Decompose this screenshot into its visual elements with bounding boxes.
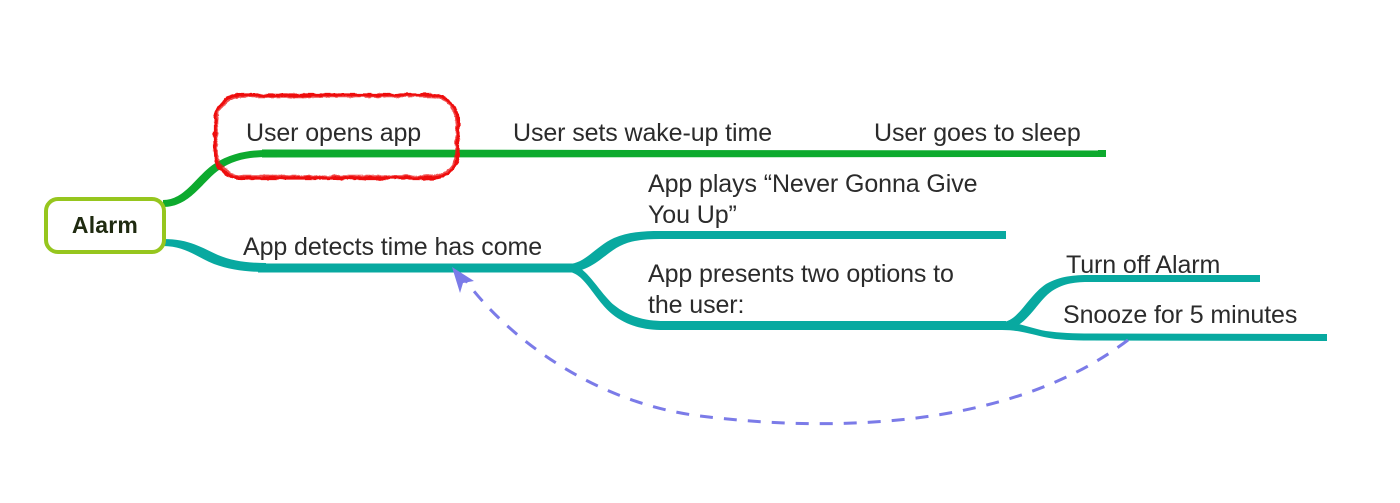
node-label-app-detects-time-has-come[interactable]: App detects time has come bbox=[243, 233, 543, 261]
node-label-user-sets-wake-up-time[interactable]: User sets wake-up time bbox=[513, 119, 772, 147]
node-label-app-presents-two-options[interactable]: App presents two options to the user: bbox=[648, 260, 954, 319]
red-highlight-box-outline-2 bbox=[216, 96, 457, 177]
branch-teal-endcap-snooze bbox=[1319, 334, 1327, 341]
feedback-loop-arrow-path bbox=[464, 280, 1129, 426]
feedback-loop-arrow[interactable] bbox=[452, 267, 1129, 426]
branch-teal-endcap-plays bbox=[998, 231, 1006, 239]
branch-teal-fork2-upper bbox=[1002, 275, 1258, 330]
branch-green-spine bbox=[262, 149, 1104, 158]
branch-teal[interactable] bbox=[163, 231, 1327, 341]
branch-teal-endcap-turnoff bbox=[1252, 275, 1260, 282]
feedback-loop-arrowhead-icon bbox=[452, 267, 474, 293]
root-node-label: Alarm bbox=[71, 212, 139, 238]
node-label-user-goes-to-sleep[interactable]: User goes to sleep bbox=[874, 119, 1081, 147]
root-node[interactable]: Alarm bbox=[44, 197, 166, 254]
red-highlight-box[interactable] bbox=[213, 93, 460, 180]
node-label-user-opens-app[interactable]: User opens app bbox=[246, 119, 422, 147]
red-highlight-box-outline bbox=[213, 93, 460, 180]
branch-teal-fork2-lower bbox=[1002, 322, 1326, 341]
branch-green-stem bbox=[163, 150, 268, 207]
node-label-turn-off-alarm[interactable]: Turn off Alarm bbox=[1066, 251, 1221, 279]
branch-teal-spine-1 bbox=[258, 263, 572, 273]
node-label-snooze-for-5-minutes[interactable]: Snooze for 5 minutes bbox=[1063, 301, 1298, 329]
branch-teal-fork-upper bbox=[568, 231, 1004, 272]
branch-green-endcap bbox=[1098, 150, 1106, 157]
node-label-app-plays-song[interactable]: App plays “Never Gonna Give You Up” bbox=[648, 170, 978, 229]
branch-teal-fork-lower bbox=[568, 264, 1006, 330]
branch-green[interactable] bbox=[163, 149, 1106, 208]
branch-teal-stem bbox=[163, 239, 266, 272]
